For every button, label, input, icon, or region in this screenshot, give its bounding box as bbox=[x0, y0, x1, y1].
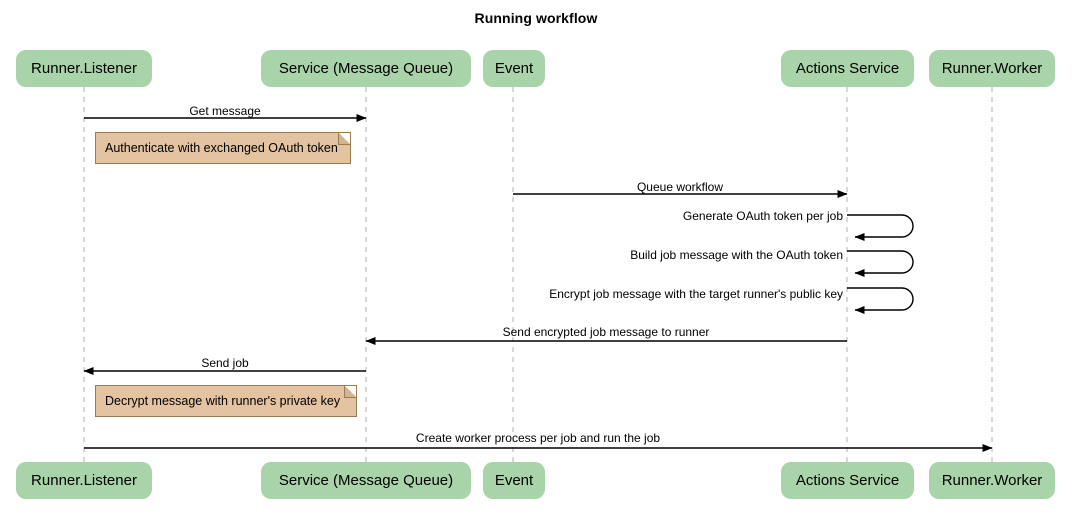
message-label-generate-oauth-token: Generate OAuth token per job bbox=[682, 209, 843, 223]
participant-label: Actions Service bbox=[795, 60, 900, 77]
message-label-send-encrypted-job-message: Send encrypted job message to runner bbox=[502, 325, 710, 339]
note-text: Authenticate with exchanged OAuth token bbox=[105, 141, 338, 155]
note-fold-corner-icon bbox=[338, 133, 350, 145]
participant-label: Event bbox=[494, 60, 534, 77]
participant-runner-worker-bottom[interactable]: Runner.Worker bbox=[929, 462, 1055, 499]
note-text: Decrypt message with runner's private ke… bbox=[105, 394, 341, 408]
message-label-queue-workflow: Queue workflow bbox=[636, 180, 724, 194]
self-message-encrypt-job-message bbox=[847, 287, 914, 314]
participant-runner-listener-top[interactable]: Runner.Listener bbox=[16, 50, 152, 87]
message-label-create-worker-process: Create worker process per job and run th… bbox=[415, 431, 661, 445]
message-label-build-job-message: Build job message with the OAuth token bbox=[630, 248, 843, 262]
participant-label: Runner.Listener bbox=[31, 60, 137, 77]
participant-label: Service (Message Queue) bbox=[278, 60, 454, 77]
participant-label: Runner.Listener bbox=[31, 472, 137, 489]
page-title: Running workflow bbox=[474, 10, 598, 26]
note-decrypt-note: Decrypt message with runner's private ke… bbox=[95, 385, 357, 417]
participant-label: Actions Service bbox=[795, 472, 900, 489]
messages-group bbox=[83, 114, 993, 452]
note-fold-corner-icon bbox=[344, 386, 356, 398]
participant-actions-service-bottom[interactable]: Actions Service bbox=[781, 462, 914, 499]
participant-label: Event bbox=[494, 472, 534, 489]
participant-actions-service-top[interactable]: Actions Service bbox=[781, 50, 914, 87]
participant-service-queue-top[interactable]: Service (Message Queue) bbox=[261, 50, 471, 87]
lifelines-group bbox=[83, 87, 993, 462]
participant-label: Runner.Worker bbox=[941, 60, 1043, 77]
participant-runner-worker-top[interactable]: Runner.Worker bbox=[929, 50, 1055, 87]
participant-service-queue-bottom[interactable]: Service (Message Queue) bbox=[261, 462, 471, 499]
self-message-build-job-message bbox=[847, 250, 914, 277]
message-label-encrypt-job-message: Encrypt job message with the target runn… bbox=[549, 287, 843, 301]
participant-event-bottom[interactable]: Event bbox=[483, 462, 545, 499]
message-label-get-message: Get message bbox=[189, 104, 261, 118]
self-message-generate-oauth-token bbox=[847, 214, 914, 241]
message-label-send-job: Send job bbox=[201, 356, 249, 370]
note-authenticate-note: Authenticate with exchanged OAuth token bbox=[95, 132, 351, 164]
participant-label: Runner.Worker bbox=[941, 472, 1043, 489]
participant-runner-listener-bottom[interactable]: Runner.Listener bbox=[16, 462, 152, 499]
participant-event-top[interactable]: Event bbox=[483, 50, 545, 87]
participant-label: Service (Message Queue) bbox=[278, 472, 454, 489]
